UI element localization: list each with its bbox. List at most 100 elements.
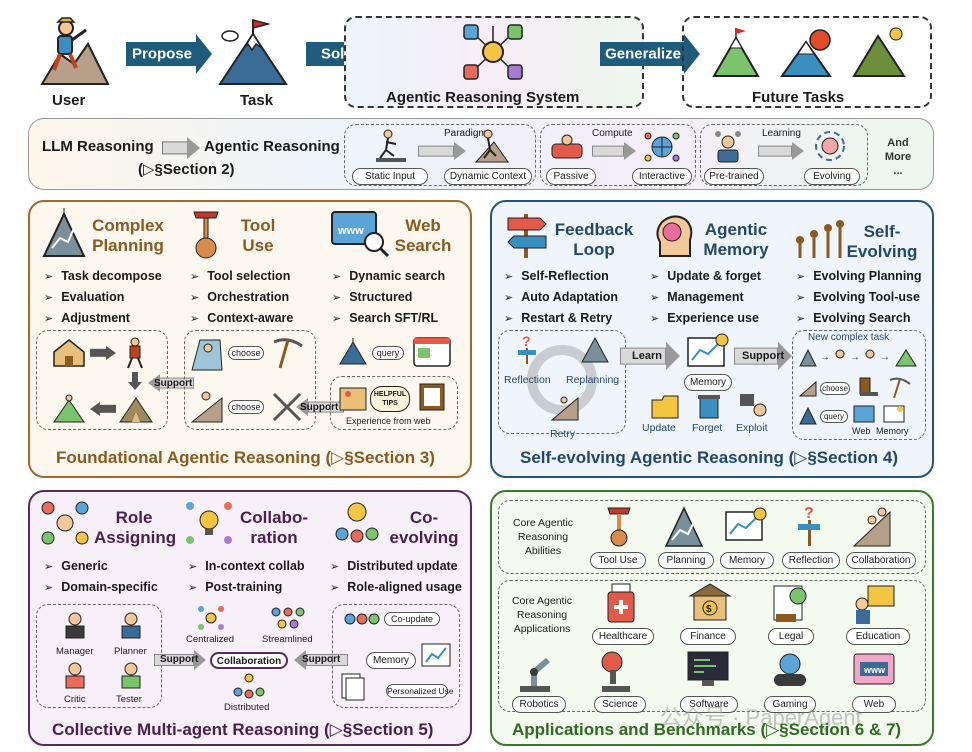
memory-small-label: Memory xyxy=(876,426,909,436)
propose-label: Propose xyxy=(131,45,192,63)
experience-web-box xyxy=(330,376,458,430)
summit-celebrate-icon xyxy=(53,394,85,423)
generalize-label: Generalize xyxy=(605,45,681,63)
robotics-arm-icon xyxy=(520,657,550,692)
science-microscope-icon xyxy=(601,651,630,692)
legal-gavel-icon xyxy=(773,585,807,622)
support-arrow-self xyxy=(734,342,792,370)
interactive-pill: Interactive xyxy=(632,168,692,185)
future-mountains-icon xyxy=(712,27,906,77)
plan-arrow-1 xyxy=(90,346,116,360)
coevo-illustration xyxy=(332,604,460,708)
choose-pill-2: choose xyxy=(228,400,264,414)
house-icon xyxy=(53,339,85,367)
app-software: Software xyxy=(680,696,738,713)
llm-reasoning-label: LLM Reasoning xyxy=(42,138,154,155)
web-icon-small xyxy=(853,405,875,423)
evolving-brain-icon xyxy=(815,131,845,161)
co-update-pill: Co-update xyxy=(384,612,440,626)
evolution-icon xyxy=(796,220,844,258)
tester-icon xyxy=(121,662,141,689)
planning-mountain-icon-2 xyxy=(664,506,704,547)
update-folder-icon xyxy=(651,395,679,419)
foundational-title: Foundational Agentic Reasoning (▷§Sectio… xyxy=(56,448,435,467)
web-small-label: Web xyxy=(852,426,871,436)
task-label: Task xyxy=(240,92,274,109)
evolving-pill: Evolving xyxy=(804,168,860,185)
camp-icon xyxy=(119,397,153,423)
choose-pill-3: choose xyxy=(820,382,850,395)
svg-text:$: $ xyxy=(706,604,712,615)
generalize-arrow: Generalize xyxy=(600,34,700,74)
peak-icon xyxy=(339,338,367,365)
svg-text:→: → xyxy=(850,352,860,363)
memory-board-icon-3 xyxy=(725,507,767,541)
ice-axe-icon xyxy=(193,211,219,259)
system-label: Agentic Reasoning System xyxy=(386,89,580,106)
support-label-roles: Support xyxy=(160,654,199,665)
couch-icon xyxy=(551,134,583,159)
web-browser-icon: www xyxy=(853,653,895,685)
self-bullets: Evolving Planning Evolving Tool-use Evol… xyxy=(796,266,921,329)
coevolve-title: Co-evolving xyxy=(389,508,459,547)
cycle-arrows-icon xyxy=(527,345,597,415)
collab-bullets: In-context collab Post-training xyxy=(188,556,304,598)
app-healthcare: Healthcare xyxy=(592,628,654,645)
update-label: Update xyxy=(642,422,676,434)
distributed-icon xyxy=(233,673,265,699)
selfevolving-title: Self-evolving Agentic Reasoning (▷§Secti… xyxy=(520,448,899,467)
retry-label: Retry xyxy=(550,428,576,440)
compute-label: Compute xyxy=(592,128,633,139)
coevo-bullets: Distributed update Role-aligned usage xyxy=(330,556,462,598)
app-gaming: Gaming xyxy=(764,696,816,713)
down-arrow-icon xyxy=(128,372,142,390)
trekker-icon xyxy=(127,337,143,369)
learning-group xyxy=(700,124,868,186)
agentic-reasoning-label: Agentic Reasoning xyxy=(204,138,340,155)
centralized-icon xyxy=(198,606,224,630)
network-system-icon xyxy=(463,24,523,80)
planner-label: Planner xyxy=(114,646,147,657)
tool-use-axe-icon xyxy=(607,507,631,547)
ability-reflection: Reflection xyxy=(782,552,840,569)
critic-label: Critic xyxy=(64,694,86,705)
notebook-icon xyxy=(419,383,445,411)
www-search-icon: www xyxy=(331,211,390,258)
climber-user-icon xyxy=(40,17,110,85)
docs-icon xyxy=(341,673,365,701)
app-robotics: Robotics xyxy=(512,696,566,713)
role-bullets: Generic Domain-specific xyxy=(44,556,158,598)
app-legal: Legal xyxy=(768,628,814,645)
query-pill-2: query xyxy=(820,410,848,423)
passive-pill: Passive xyxy=(546,168,596,185)
future-tasks-box xyxy=(682,16,932,108)
support-label-1: Support xyxy=(154,378,193,389)
feedback-cycle-box xyxy=(498,330,626,434)
crossed-tools-icon xyxy=(272,392,302,422)
pickaxe-icon-2 xyxy=(889,377,911,399)
compute-arrow xyxy=(592,142,636,160)
choose-pill-1: choose xyxy=(228,346,264,360)
software-monitor-icon xyxy=(687,651,729,686)
propose-arrow: Propose xyxy=(126,34,212,74)
svg-text:www: www xyxy=(863,665,886,675)
collaboration-pill: Collaboration xyxy=(210,652,288,669)
streamlined-label: Streamlined xyxy=(262,634,313,645)
forget-trash-icon xyxy=(698,395,720,419)
climber-rock-icon xyxy=(191,339,223,371)
new-task-box xyxy=(792,330,926,440)
streamlined-icon xyxy=(271,607,305,629)
manager-icon xyxy=(65,612,85,639)
app-education: Education xyxy=(846,628,910,645)
reflection-sign-icon: ? xyxy=(798,505,820,546)
core-abilities-box xyxy=(498,500,926,574)
static-input-pill: Static Input xyxy=(352,168,428,185)
applications-title: Applications and Benchmarks (▷§Section 6… xyxy=(512,720,902,739)
globe-network-icon xyxy=(644,132,680,162)
ability-memory: Memory xyxy=(720,552,774,569)
ability-collaboration: Collaboration xyxy=(846,552,916,569)
